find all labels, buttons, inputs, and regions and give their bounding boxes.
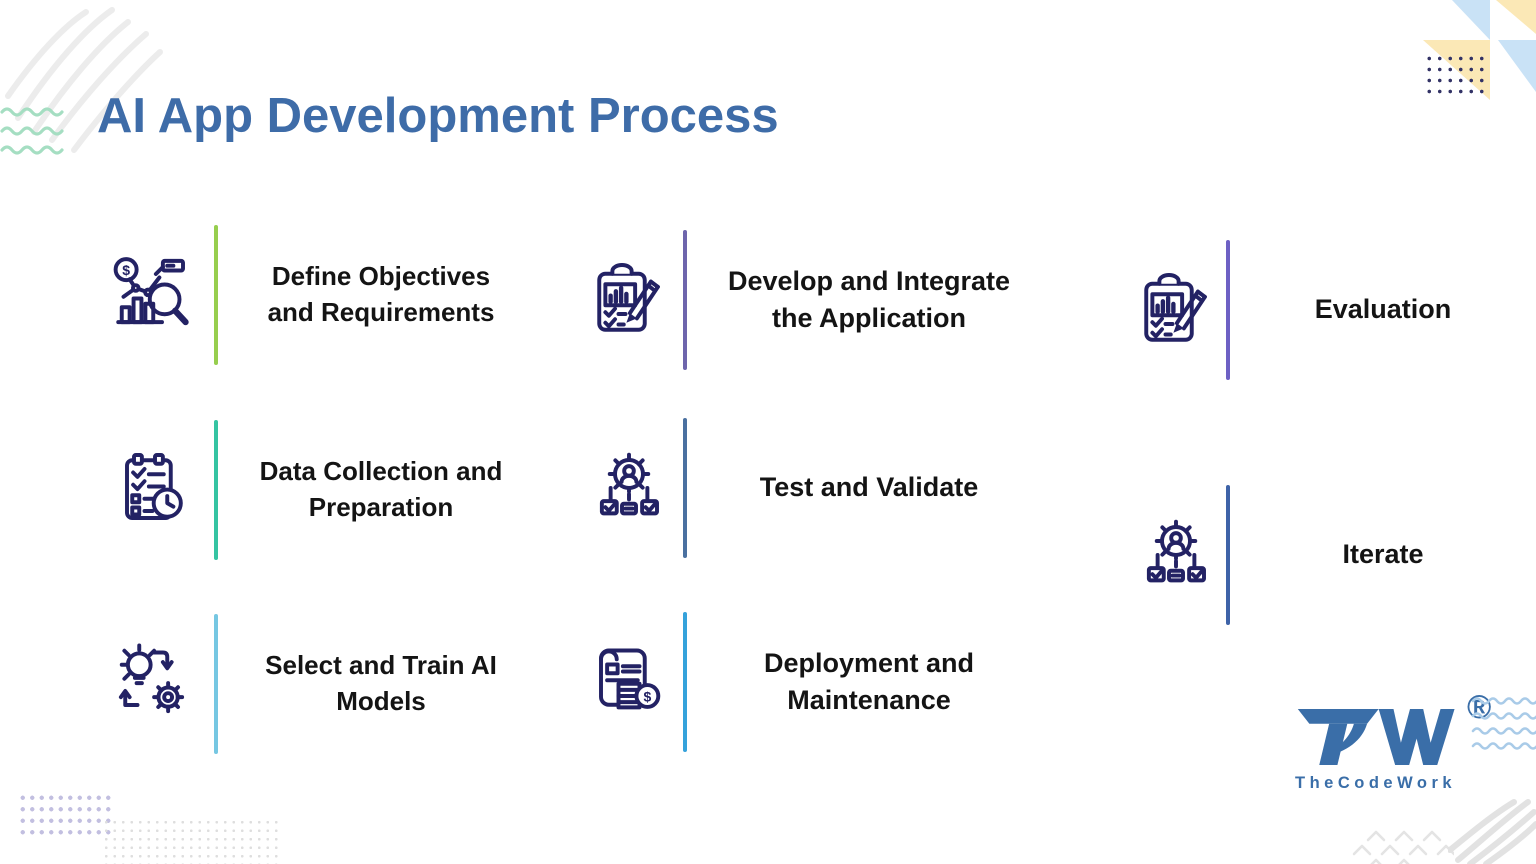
idea-gear-icon — [113, 642, 197, 726]
step-test-validate: Test and Validate — [575, 418, 1051, 558]
step-icon-box — [1126, 513, 1226, 597]
gear-user-checklist-icon — [1134, 513, 1218, 597]
step-develop-integrate: Develop and Integrate the Application — [575, 226, 1051, 374]
step-divider — [1226, 485, 1230, 625]
teal-waves-decoration — [0, 107, 64, 155]
step-select-train-models: Select and Train AI Models — [96, 610, 544, 758]
step-icon-box — [96, 448, 214, 532]
step-define-objectives: Define Objectives and Requirements — [96, 220, 544, 370]
step-label: Data Collection and Preparation — [259, 456, 503, 522]
step-label: Develop and Integrate the Application — [727, 265, 1011, 333]
page-title: AI App Development Process — [97, 89, 779, 143]
dot-grid-topright — [1424, 53, 1484, 95]
step-divider — [683, 418, 687, 558]
scribble-topleft-decoration — [5, 7, 163, 153]
step-evaluation: Evaluation — [1126, 236, 1536, 384]
chevron-pattern-decoration — [1352, 830, 1454, 864]
step-divider — [214, 420, 218, 560]
logo-waves-decoration — [1471, 697, 1536, 750]
step-icon-box — [1126, 268, 1226, 352]
step-icon-box — [575, 640, 683, 724]
step-icon-box — [575, 446, 683, 530]
logo-name: TheCodeWork — [1295, 774, 1457, 792]
step-label: Define Objectives and Requirements — [267, 261, 495, 327]
step-data-collection: Data Collection and Preparation — [96, 415, 544, 565]
checklist-clock-icon — [113, 448, 197, 532]
step-divider — [214, 225, 218, 365]
step-divider — [683, 230, 687, 370]
logo-mark-text: TW — [1293, 694, 1294, 695]
step-label: Iterate — [1342, 539, 1424, 570]
thecodework-logo: TW ® TheCodeWork — [1293, 688, 1536, 792]
step-icon-box — [96, 642, 214, 726]
step-divider — [683, 612, 687, 752]
step-label: Select and Train AI Models — [265, 650, 497, 716]
clipboard-pencil-icon — [587, 258, 671, 342]
step-label: Evaluation — [1314, 294, 1452, 325]
tcw-logo-mark — [1297, 708, 1455, 766]
step-label: Deployment and Maintenance — [763, 647, 975, 715]
step-icon-box — [96, 253, 214, 337]
dot-grid-bottomleft-faint — [102, 818, 278, 864]
clipboard-pencil-icon — [1134, 268, 1218, 352]
step-divider — [1226, 240, 1230, 380]
step-divider — [214, 614, 218, 754]
scribble-bottomright-decoration — [1448, 799, 1536, 864]
step-label: Test and Validate — [759, 472, 979, 503]
step-iterate: Iterate — [1126, 481, 1536, 629]
gear-user-checklist-icon — [587, 446, 671, 530]
step-deployment-maintenance: Deployment and Maintenance — [575, 608, 1051, 756]
scroll-dollar-icon — [587, 640, 671, 724]
dot-grid-bottomleft — [18, 792, 114, 836]
analytics-search-icon — [113, 253, 197, 337]
step-icon-box — [575, 258, 683, 342]
